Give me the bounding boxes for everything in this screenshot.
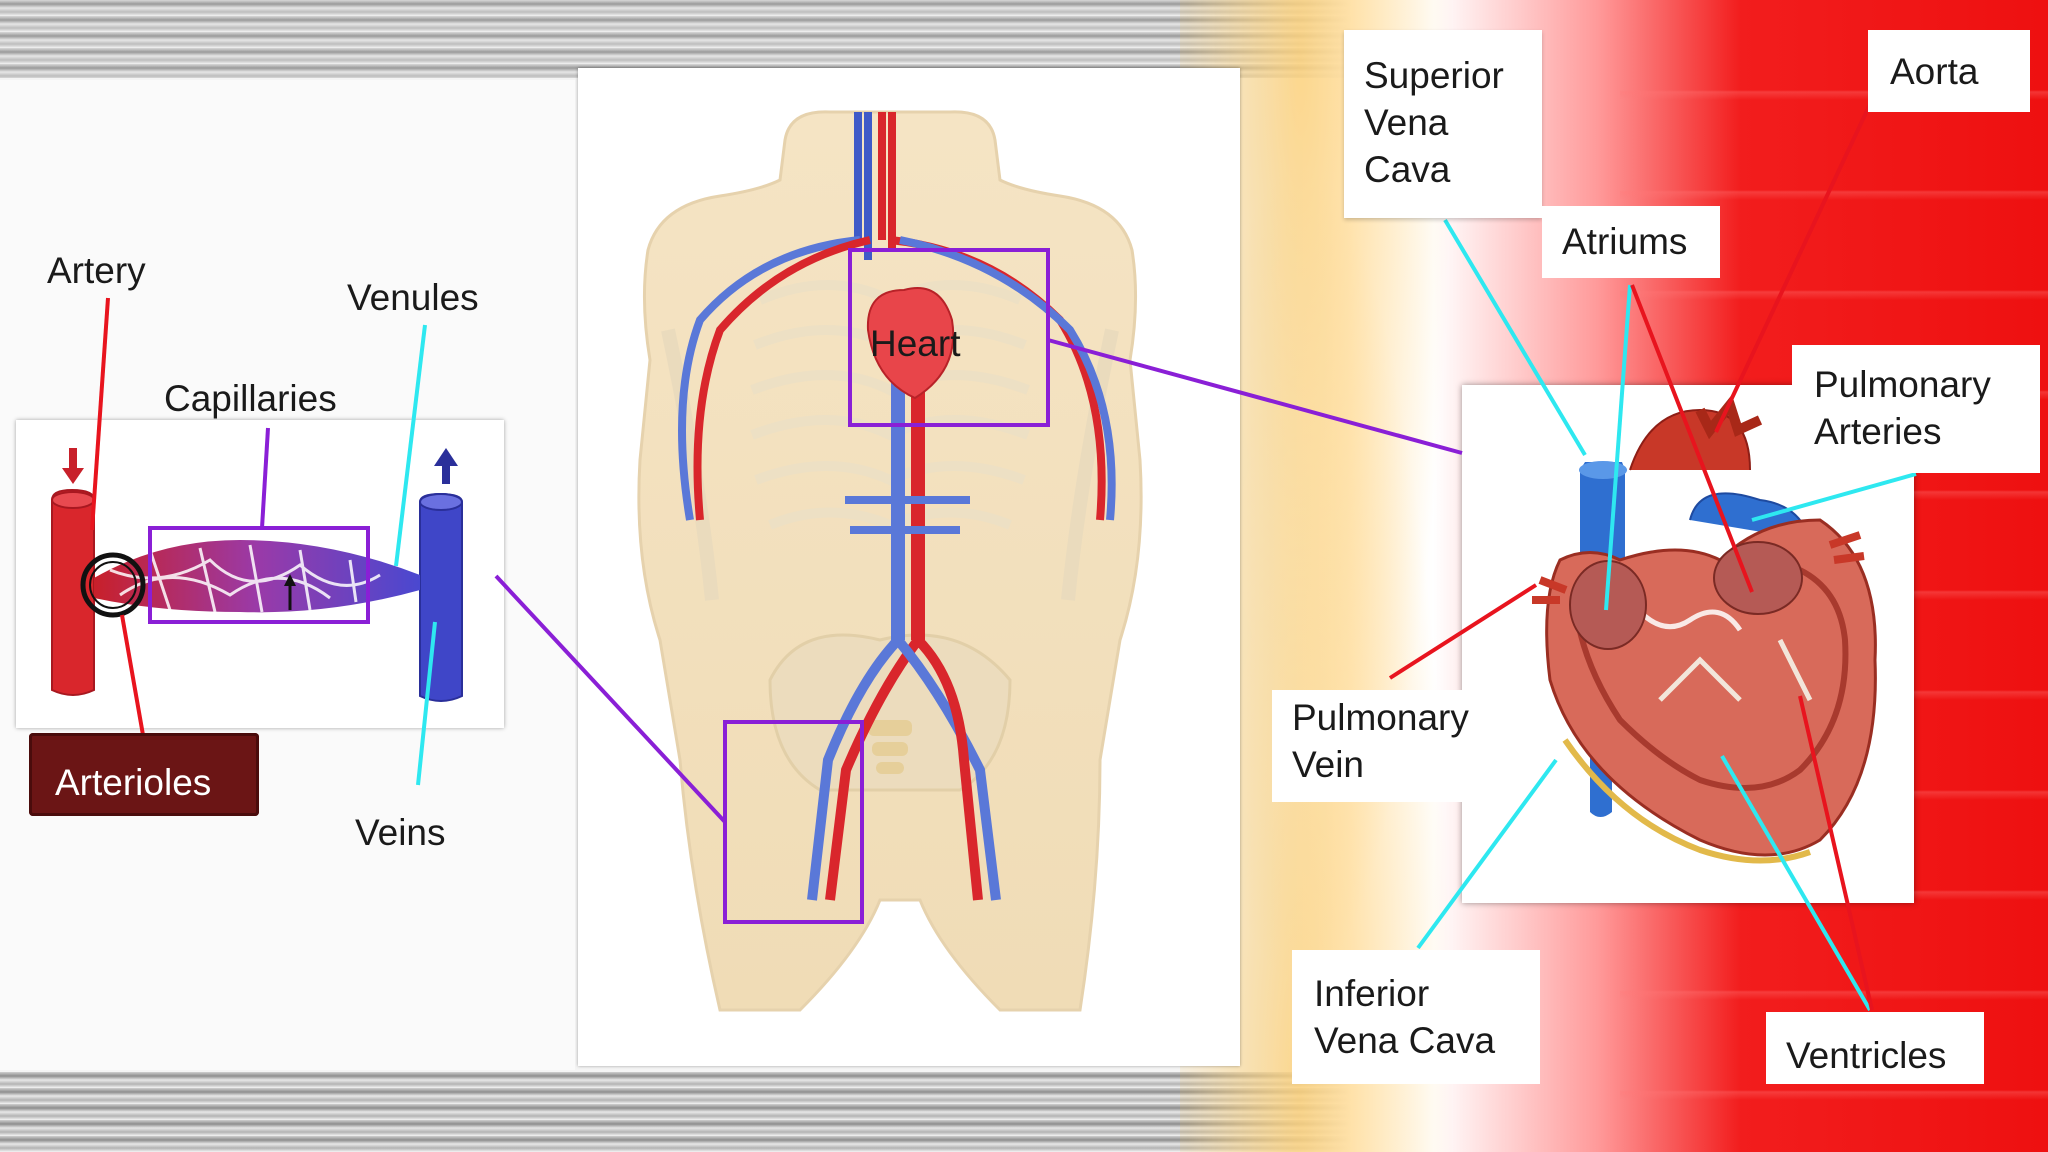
label-atriums: Atriums <box>1542 206 1720 278</box>
bottom-stripe-decoration <box>0 1072 2048 1152</box>
label-superior-vena-cava: Superior Vena Cava <box>1344 30 1542 218</box>
label-arterioles: Arterioles <box>55 762 212 803</box>
label-ventricles: Ventricles <box>1766 1012 1984 1084</box>
label-heart: Heart <box>870 323 961 364</box>
label-pulmonary-arteries: Pulmonary Arteries <box>1792 345 2040 473</box>
label-artery: Artery <box>47 250 146 291</box>
label-aorta: Aorta <box>1868 30 2030 112</box>
heart-highlight-box <box>848 248 1050 427</box>
label-veins: Veins <box>355 812 446 853</box>
label-inferior-vena-cava: Inferior Vena Cava <box>1292 950 1540 1084</box>
label-venules: Venules <box>347 277 479 318</box>
capillary-network <box>94 540 420 613</box>
top-stripe-decoration <box>0 0 2048 78</box>
arrow-down-icon <box>62 468 84 484</box>
connector-lines <box>90 99 1917 1012</box>
label-pulmonary-vein: Pulmonary Vein <box>1272 690 1486 802</box>
arterioles-circle-marker <box>80 552 146 618</box>
label-capillaries: Capillaries <box>164 378 337 419</box>
capillaries-highlight-box <box>148 526 370 624</box>
vein-vessel <box>419 448 463 702</box>
arrow-up-icon <box>434 448 458 466</box>
label-arterioles-box: Arterioles <box>29 733 259 816</box>
heart-cross-section <box>1532 394 1877 864</box>
artery-vessel <box>51 448 95 696</box>
